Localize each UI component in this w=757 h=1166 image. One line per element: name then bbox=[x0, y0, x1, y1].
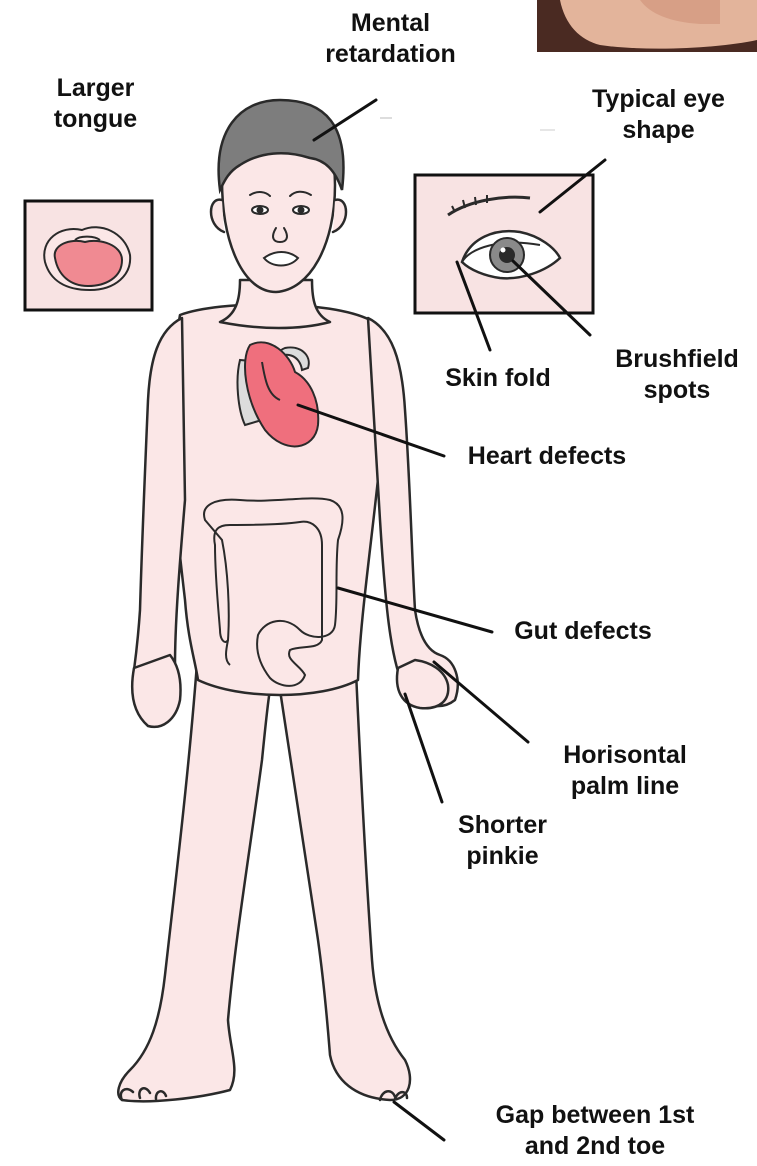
left-hand bbox=[132, 655, 180, 727]
leader-toe bbox=[394, 1102, 444, 1140]
eye-inset bbox=[415, 175, 593, 313]
label-heart-defects: Heart defects bbox=[452, 441, 642, 472]
label-gut-defects: Gut defects bbox=[498, 616, 668, 647]
leader-pinkie bbox=[405, 694, 442, 802]
photo-crop bbox=[537, 0, 757, 52]
right-leg bbox=[280, 650, 410, 1100]
tongue-inset bbox=[25, 201, 152, 310]
label-skin-fold: Skin fold bbox=[438, 363, 558, 394]
